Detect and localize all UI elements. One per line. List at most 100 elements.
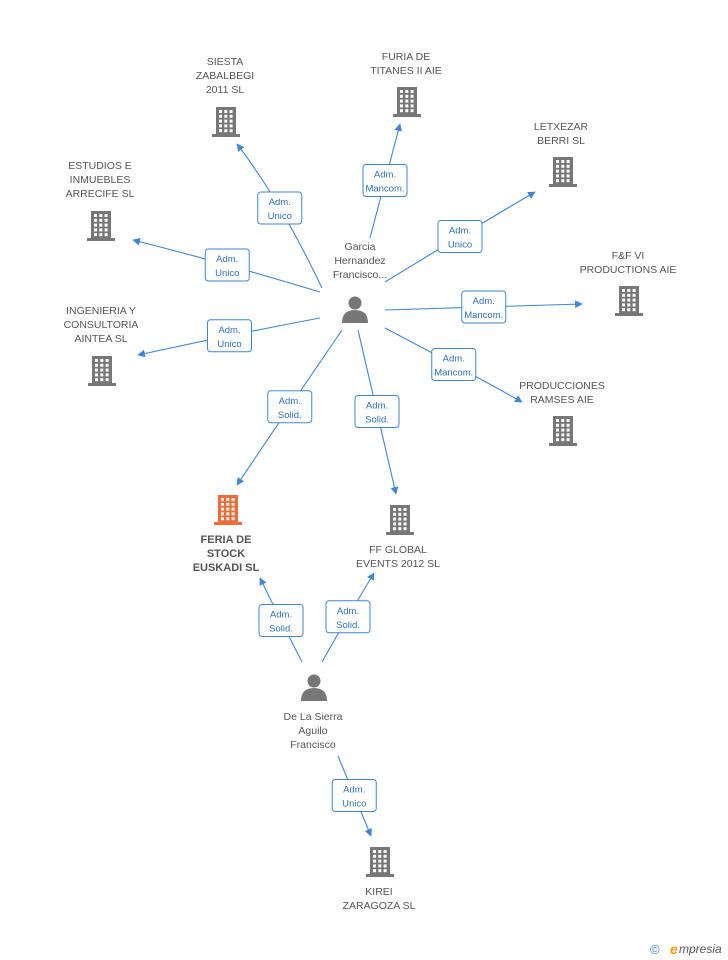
- role-badge-text: Adm.: [473, 296, 495, 307]
- node-label: De La Sierra: [284, 711, 343, 723]
- node-label: FURIA DE: [382, 51, 430, 63]
- node-label: RAMSES AIE: [530, 394, 594, 406]
- role-badge-p1-producciones[interactable]: Adm.Mancom.: [431, 348, 477, 381]
- role-badge-text: Adm.: [279, 396, 301, 407]
- role-badge-p2-kirei[interactable]: Adm. Unico: [331, 779, 377, 812]
- node-label: FERIA DE: [201, 534, 252, 546]
- role-badge-text: Adm.: [343, 785, 365, 796]
- brand-initial: e: [670, 941, 678, 957]
- node-label: AINTEA SL: [74, 333, 127, 345]
- role-badge-box: [437, 220, 483, 253]
- node-label: Aguilo: [298, 725, 327, 737]
- role-badge-text: Solid.: [269, 624, 293, 635]
- node-label: Hernandez: [334, 255, 385, 267]
- building-icon: [386, 505, 414, 535]
- role-badge-text: Unico: [268, 211, 292, 222]
- role-badge-p1-estudios[interactable]: Adm. Unico: [204, 248, 250, 282]
- node-label: Francisco: [290, 739, 336, 751]
- building-icon: [87, 211, 115, 241]
- building-icon: [549, 157, 577, 187]
- role-badge-p1-letxezar[interactable]: Adm. Unico: [437, 220, 483, 253]
- role-badge-text: Solid.: [365, 415, 389, 426]
- node-ff6[interactable]: F&F VI PRODUCTIONS AIE: [580, 250, 677, 316]
- node-letxezar[interactable]: LETXEZAR BERRI SL: [534, 121, 589, 187]
- role-badge-text: Mancom.: [365, 184, 404, 195]
- node-siesta[interactable]: SIESTA ZABALBEGI 2011 SL: [196, 56, 254, 137]
- role-badge-box: [325, 600, 371, 634]
- role-badge-p2-feria[interactable]: Adm. Solid.: [258, 604, 304, 637]
- node-p1[interactable]: GarciaHernandezFrancisco...: [333, 241, 387, 323]
- role-badge-box: [461, 290, 507, 324]
- role-badge-text: Adm.: [443, 354, 465, 365]
- role-badge-box: [258, 604, 304, 637]
- node-label: Francisco...: [333, 269, 387, 281]
- node-label: ARRECIFE SL: [66, 188, 135, 200]
- role-badge-p1-siesta[interactable]: Adm. Unico: [257, 191, 303, 225]
- node-label: INMUEBLES: [70, 174, 131, 186]
- role-badge-p1-feria[interactable]: Adm.Solid.: [267, 390, 313, 424]
- role-badge-text: Adm.: [374, 170, 396, 181]
- role-badge-text: Adm.: [270, 610, 292, 621]
- node-label: 2011 SL: [206, 84, 244, 96]
- edges-layer: [132, 123, 583, 837]
- node-label: PRODUCTIONS AIE: [580, 264, 677, 276]
- role-badge-box: [267, 390, 313, 424]
- node-label: KIREI: [365, 886, 392, 898]
- role-badge-text: Unico: [342, 799, 366, 810]
- role-badge-text: Adm.: [337, 606, 359, 617]
- building-icon: [549, 416, 577, 446]
- building-icon: [393, 87, 421, 117]
- role-badge-p1-furia[interactable]: Adm. Mancom.: [362, 164, 408, 197]
- node-label: FF GLOBAL: [369, 544, 427, 556]
- role-badge-box: [257, 191, 303, 225]
- role-badge-text: Unico: [448, 240, 472, 251]
- node-label: STOCK: [207, 548, 245, 560]
- role-badge-text: Adm.: [449, 226, 471, 237]
- building-icon: [88, 356, 116, 386]
- node-feria[interactable]: FERIA DE STOCK EUSKADI SL: [193, 495, 260, 574]
- role-badge-p1-ffglobal[interactable]: Adm.Solid.: [354, 395, 400, 428]
- node-label: TITANES II AIE: [370, 65, 442, 77]
- role-badge-box: [331, 779, 377, 812]
- node-label: BERRI SL: [537, 135, 585, 147]
- node-label: ZABALBEGI: [196, 70, 254, 82]
- building-icon: [214, 495, 242, 525]
- role-badge-box: [204, 248, 250, 282]
- person-icon: [301, 674, 327, 701]
- role-badge-p2-ffglobal[interactable]: Adm.Solid.: [325, 600, 371, 634]
- building-icon: [212, 107, 240, 137]
- footer-brand[interactable]: © e mpresia: [650, 941, 722, 957]
- role-badge-text: Mancom.: [464, 310, 503, 321]
- role-badge-text: Adm.: [216, 254, 238, 265]
- building-icon: [615, 286, 643, 316]
- roles-layer: Adm.UnicoAdm.Mancom.Adm.UnicoAdm.UnicoAd…: [204, 164, 507, 812]
- building-icon: [366, 847, 394, 877]
- node-label: EVENTS 2012 SL: [356, 558, 440, 570]
- node-label: ZARAGOZA SL: [343, 900, 416, 912]
- brand-name: mpresia: [679, 942, 722, 956]
- person-icon: [342, 296, 368, 323]
- node-label: LETXEZAR: [534, 121, 589, 133]
- node-label: SIESTA: [207, 56, 244, 68]
- node-label: EUSKADI SL: [193, 562, 260, 574]
- role-badge-text: Adm.: [269, 197, 291, 208]
- node-kirei[interactable]: KIREI ZARAGOZA SL: [343, 847, 416, 912]
- role-badge-p1-ff6[interactable]: Adm. Mancom.: [461, 290, 507, 324]
- role-badge-text: Unico: [217, 339, 241, 350]
- role-badge-box: [207, 319, 252, 353]
- node-ffglobal[interactable]: FF GLOBAL EVENTS 2012 SL: [356, 505, 440, 570]
- role-badge-text: Unico: [215, 268, 239, 279]
- node-label: F&F VI: [612, 250, 645, 262]
- role-badge-p1-ingenieria[interactable]: Adm. Unico: [207, 319, 252, 353]
- node-furia[interactable]: FURIA DE TITANES II AIE: [370, 51, 442, 117]
- role-badge-box: [362, 164, 408, 197]
- node-label: Garcia: [345, 241, 376, 253]
- role-badge-text: Adm.: [218, 325, 240, 336]
